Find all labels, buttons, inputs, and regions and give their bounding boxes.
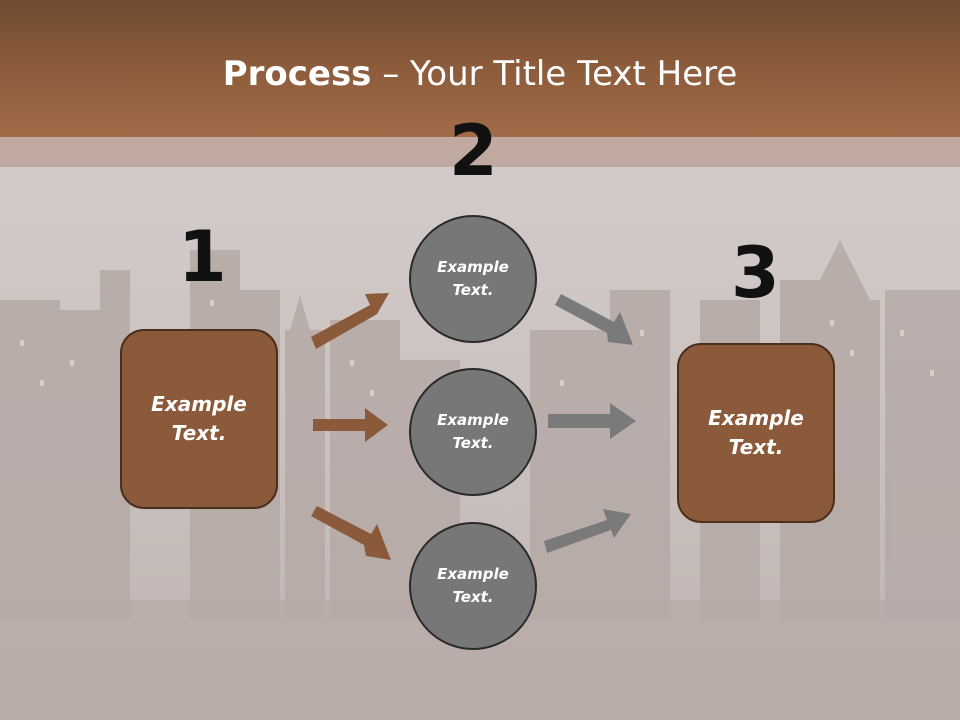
- arrow-left-to-top: [311, 293, 389, 349]
- arrow-top-to-right: [555, 294, 633, 345]
- header-band: [0, 137, 960, 167]
- arrow-left-to-middle: [313, 408, 388, 442]
- title-rest: – Your Title Text Here: [371, 54, 738, 94]
- title-bold: Process: [222, 54, 372, 94]
- circle-bottom-text: Example Text.: [437, 565, 509, 606]
- circle-middle-text: Example Text.: [437, 411, 509, 452]
- arrow-left-to-bottom: [311, 506, 391, 560]
- step-number-1: 1: [178, 216, 227, 298]
- right-box-text: Example Text.: [708, 406, 804, 459]
- process-circle-bottom: Example Text.: [409, 522, 537, 650]
- right-process-box: Example Text.: [677, 343, 835, 523]
- arrow-middle-to-right: [548, 403, 636, 439]
- process-circle-top: Example Text.: [409, 215, 537, 343]
- slide-title: Process – Your Title Text Here: [0, 52, 960, 96]
- step-number-2: 2: [449, 110, 498, 192]
- circle-top-text: Example Text.: [437, 258, 509, 299]
- left-box-text: Example Text.: [151, 392, 247, 445]
- process-circle-middle: Example Text.: [409, 368, 537, 496]
- left-process-box: Example Text.: [120, 329, 278, 509]
- step-number-3: 3: [731, 232, 780, 314]
- title-header-bar: [0, 0, 960, 137]
- arrow-bottom-to-right: [544, 509, 631, 553]
